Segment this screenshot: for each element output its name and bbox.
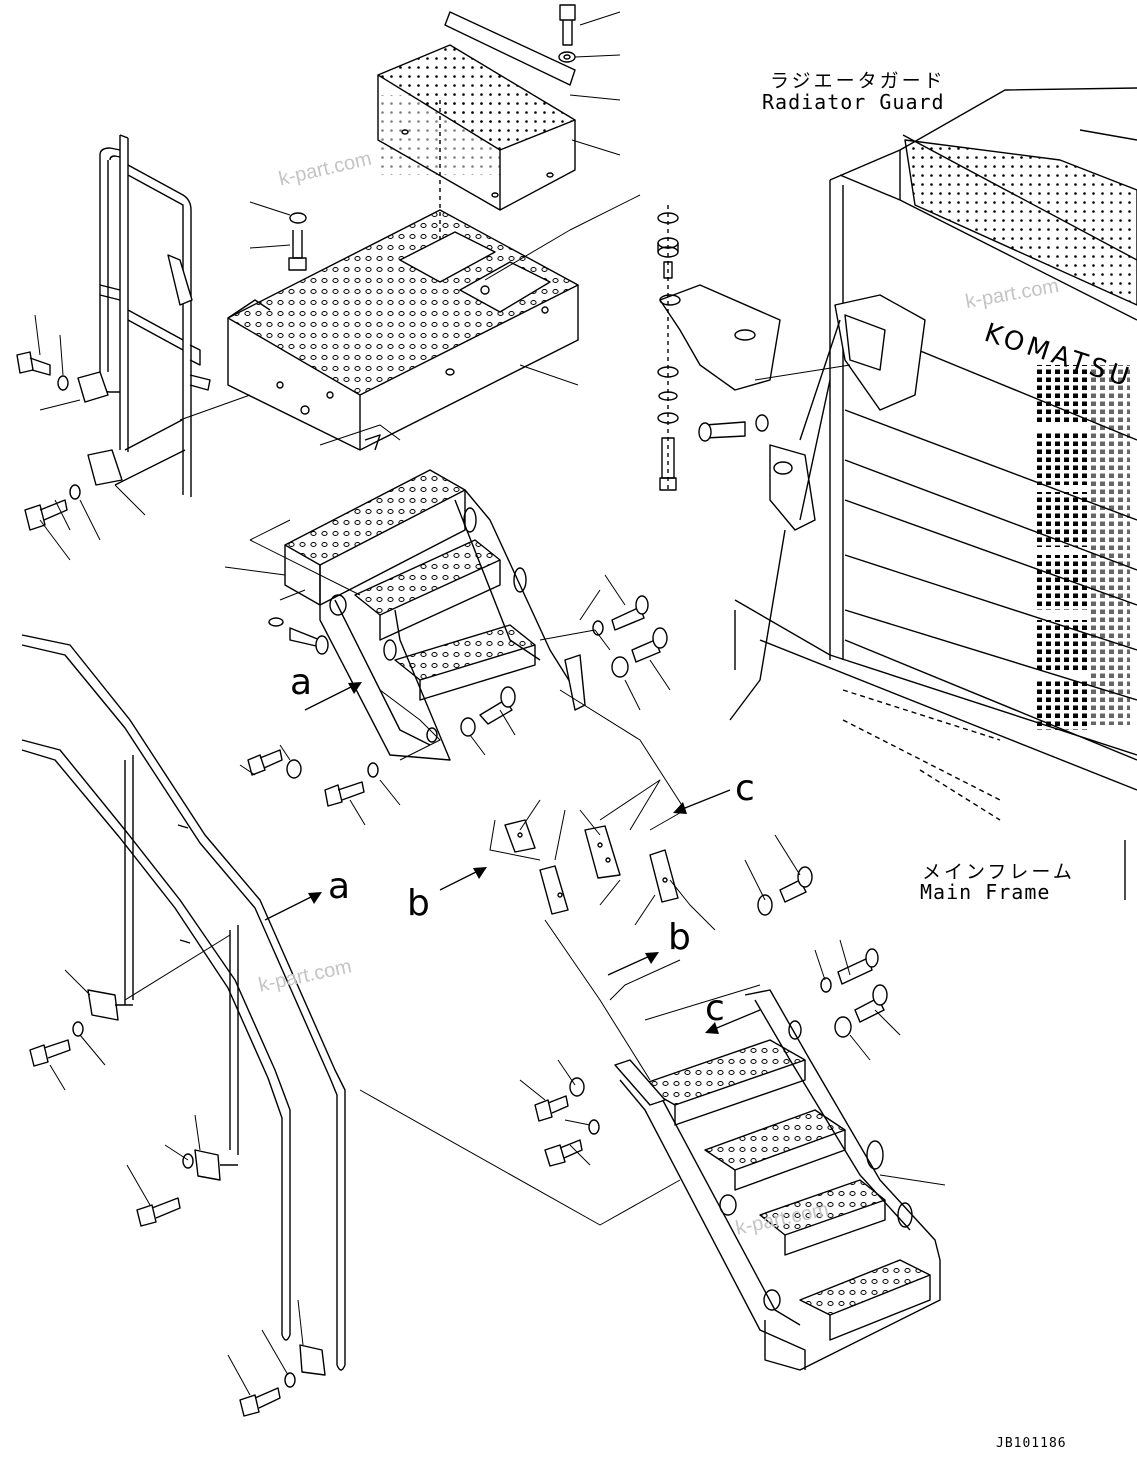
- radiator-guard: [734, 87, 1137, 900]
- main-frame-hole-markers: [842, 689, 1001, 821]
- view-marker-a-upper: a: [290, 662, 313, 703]
- bolts-and-washers: [16, 4, 888, 1417]
- view-marker-b-left: b: [407, 883, 430, 924]
- radiator-guard-label-en: Radiator Guard: [762, 90, 945, 114]
- upper-stair: [284, 469, 586, 761]
- main-frame-label-jp: メインフレーム: [922, 861, 1075, 883]
- isolation-mount-stack: [657, 205, 769, 491]
- view-marker-a-lower: a: [328, 866, 351, 907]
- view-marker-c-lower: c: [705, 988, 725, 1029]
- view-arrows: [264, 682, 761, 1034]
- lower-stair: [614, 989, 941, 1371]
- connecting-plates: [504, 819, 679, 915]
- top-cover: [377, 11, 576, 240]
- lower-handrail: [21, 634, 346, 1371]
- upper-rail-hinge: [77, 371, 186, 486]
- leader-lines: [34, 11, 946, 1396]
- radiator-guard-label-jp: ラジエータガード: [770, 70, 946, 92]
- drawing-code: JB101186: [996, 1436, 1067, 1451]
- upper-handrail: [99, 134, 211, 497]
- lower-rail-hinge: [87, 989, 326, 1376]
- view-marker-c-upper: c: [735, 768, 755, 809]
- support-bracket: [659, 284, 841, 721]
- main-frame-label-en: Main Frame: [920, 880, 1051, 904]
- step-box: [227, 209, 579, 451]
- view-marker-b-right: b: [668, 917, 691, 958]
